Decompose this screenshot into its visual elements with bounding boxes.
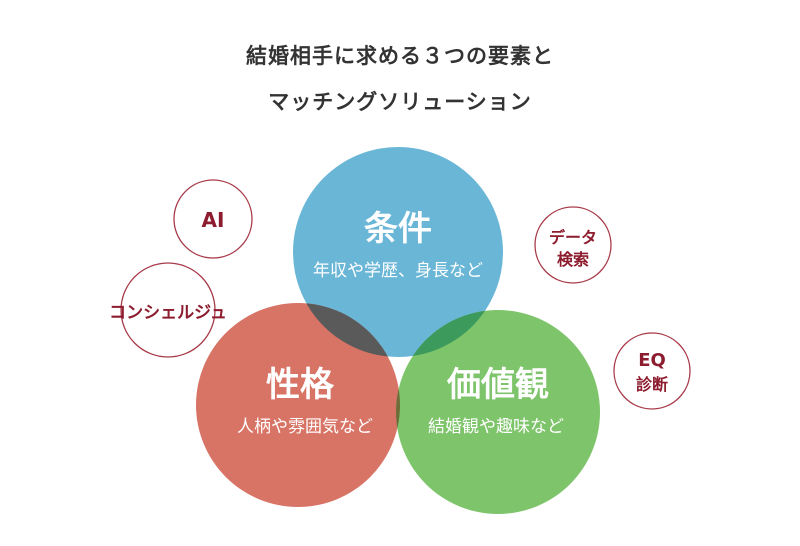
personality-title: 性格 bbox=[266, 365, 335, 405]
condition-circle bbox=[293, 147, 503, 357]
personality-circle bbox=[196, 303, 400, 507]
concierge-label: コンシェルジュ bbox=[109, 303, 227, 323]
ai-label: AI bbox=[202, 208, 225, 232]
concierge-circle bbox=[120, 262, 216, 358]
condition-subtitle: 年収や学歴、身長など bbox=[313, 261, 483, 281]
values-title: 価値観 bbox=[446, 365, 549, 405]
title-line-2: マッチングソリューション bbox=[268, 90, 532, 114]
data-search-label-2: 検索 bbox=[557, 250, 589, 269]
data-search-circle bbox=[534, 206, 612, 284]
eq-circle bbox=[613, 332, 691, 410]
condition-title: 条件 bbox=[364, 209, 432, 249]
data-search-label-1: データ bbox=[549, 228, 597, 247]
values-circle bbox=[396, 310, 600, 514]
eq-label-2: 診断 bbox=[636, 375, 668, 394]
ai-circle bbox=[173, 179, 253, 259]
values-subtitle: 結婚観や趣味など bbox=[428, 417, 564, 437]
eq-label-1: EQ bbox=[638, 350, 666, 371]
title-line-1: 結婚相手に求める３つの要素と bbox=[246, 44, 554, 68]
personality-subtitle: 人柄や雰囲気など bbox=[237, 417, 373, 437]
